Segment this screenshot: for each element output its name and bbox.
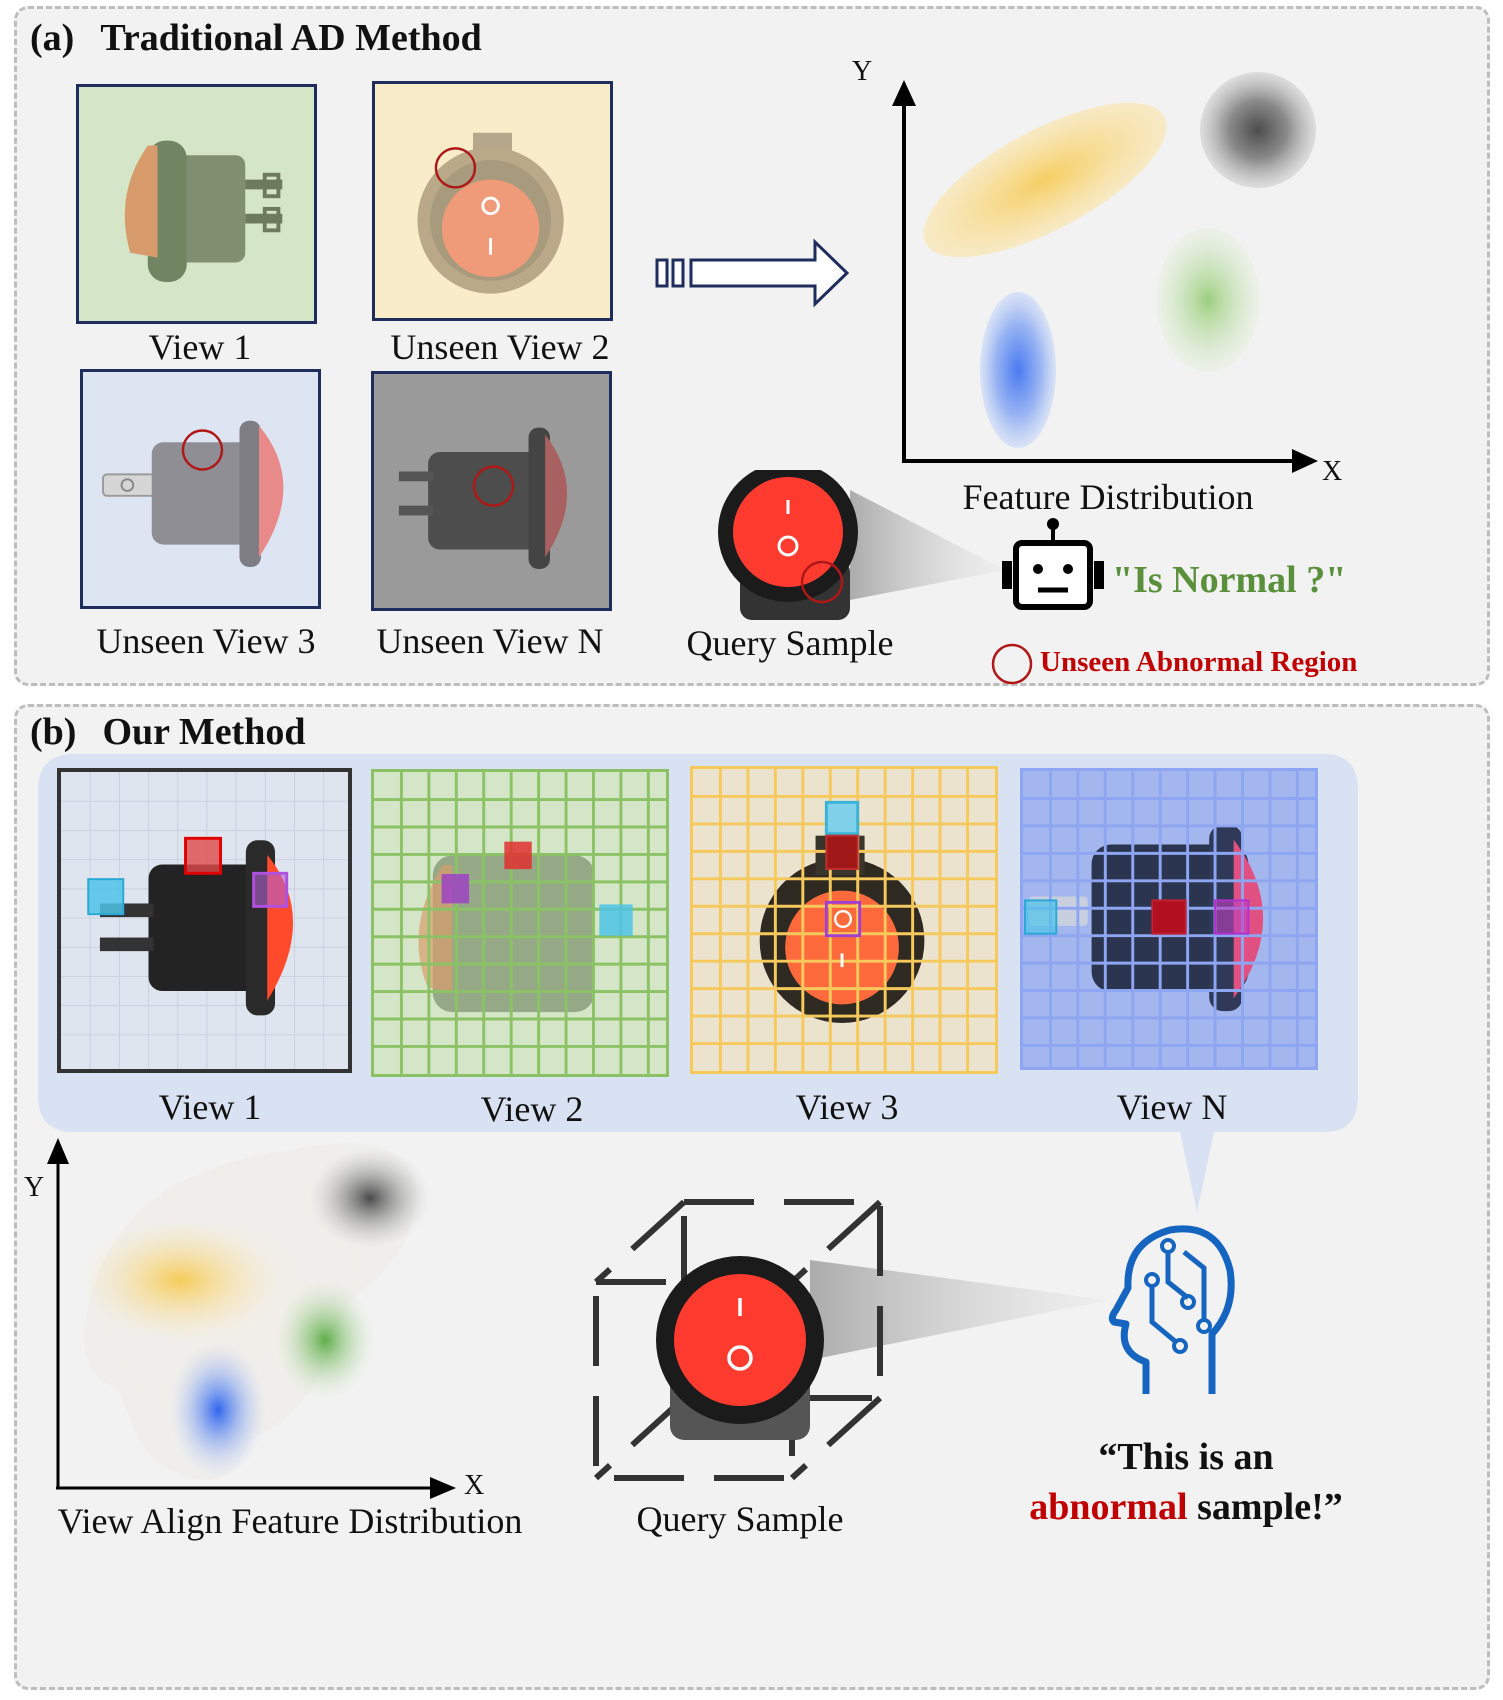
- switch-dark-icon: [398, 427, 568, 569]
- panel-a-title-text: Traditional AD Method: [100, 17, 482, 59]
- view-2-b-caption: View 2: [480, 1089, 584, 1129]
- answer-abnormal-word: abnormal: [1029, 1486, 1188, 1528]
- abnormal-region-circle: [181, 429, 224, 471]
- panel-b-title: (b) Our Method: [30, 710, 305, 754]
- chart-b-x-label: X: [464, 1470, 485, 1501]
- unseen-view-2-image: [372, 81, 613, 321]
- view-n-grid-image: [1020, 768, 1318, 1070]
- switch-front-icon: [417, 132, 564, 294]
- chart-a-x-label: X: [1322, 456, 1343, 487]
- view-2-grid-image: [371, 769, 669, 1077]
- answer-line-1: “This is an: [1098, 1436, 1274, 1478]
- chart-a-title: Feature Distribution: [962, 477, 1254, 517]
- arrow-right-icon: [655, 238, 850, 308]
- legend-circle-icon: [991, 643, 1033, 685]
- view-1-image: [76, 84, 317, 324]
- abnormal-region-circle: [434, 147, 477, 189]
- panel-b-label: (b): [30, 711, 77, 753]
- robot-icon: [1002, 518, 1104, 610]
- view-1-grid-image: [57, 768, 352, 1073]
- view-3-grid-image: [690, 766, 998, 1074]
- panel-a-label: (a): [30, 17, 75, 59]
- unseen-view-n-caption: Unseen View N: [376, 621, 604, 661]
- feature-distribution-chart: [892, 72, 1318, 473]
- abnormal-region-circle: [472, 465, 515, 507]
- unseen-view-3-image: [80, 369, 321, 609]
- answer-line-2: abnormal sample!”: [1029, 1482, 1343, 1532]
- unseen-view-2-caption: Unseen View 2: [390, 327, 610, 367]
- query-sample-b-caption: Query Sample: [636, 1499, 844, 1539]
- view-1-caption: View 1: [148, 327, 252, 367]
- is-normal-question: "Is Normal ?": [1112, 559, 1347, 601]
- chart-a-y-label: Y: [852, 56, 873, 87]
- view-n-b-caption: View N: [1116, 1087, 1228, 1127]
- panel-a-title: (a) Traditional AD Method: [30, 16, 482, 60]
- view-1-b-caption: View 1: [158, 1087, 262, 1127]
- query-sample-a-image: [718, 470, 1005, 620]
- chart-b-y-label: Y: [24, 1172, 45, 1203]
- unseen-view-3-caption: Unseen View 3: [96, 621, 316, 661]
- answer-rest: sample!”: [1187, 1486, 1343, 1528]
- query-sample-a-caption: Query Sample: [686, 623, 894, 663]
- view-align-feature-chart: [47, 1138, 456, 1499]
- chart-b-title: View Align Feature Distribution: [57, 1501, 523, 1541]
- switch-angled-icon: [102, 420, 284, 567]
- legend-text: Unseen Abnormal Region: [1040, 646, 1358, 678]
- switch-side-icon: [124, 140, 283, 282]
- ai-head-icon: [1108, 1225, 1235, 1394]
- panel-b-title-text: Our Method: [102, 711, 306, 753]
- abnormal-region-circle: [800, 560, 844, 604]
- unseen-view-n-image: [371, 371, 612, 611]
- answer-quote: “This is an abnormal sample!”: [1029, 1432, 1343, 1532]
- view-3-b-caption: View 3: [795, 1087, 899, 1127]
- query-sample-b-image: [593, 1199, 1110, 1481]
